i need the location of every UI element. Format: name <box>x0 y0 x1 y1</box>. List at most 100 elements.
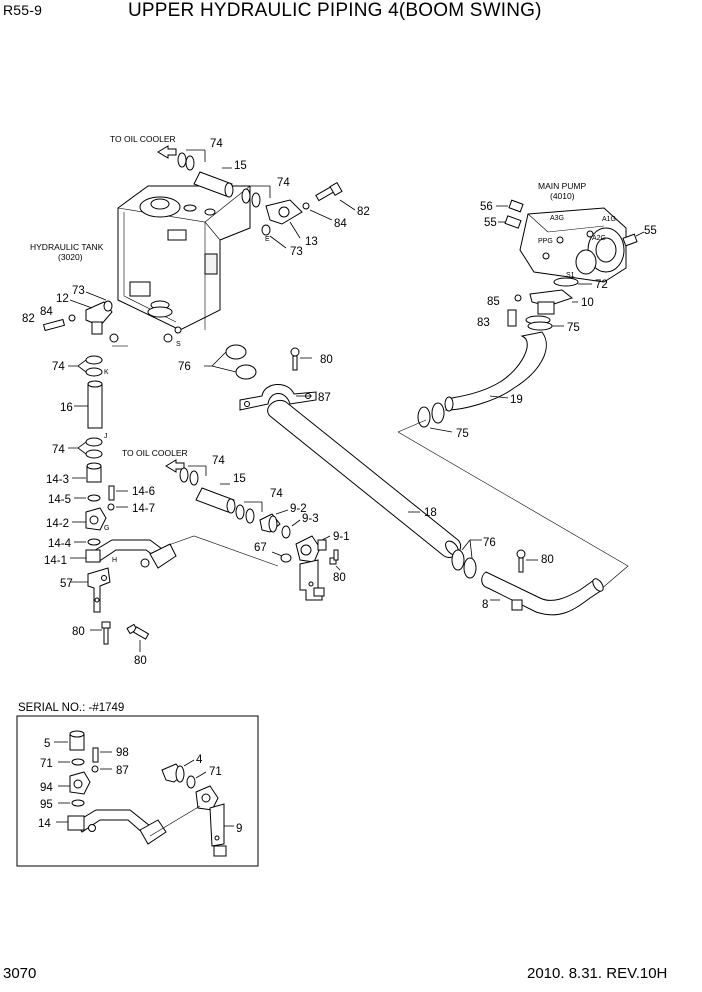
part-label-82: 82 <box>22 313 35 325</box>
o-ring-74-left-lower <box>85 437 103 459</box>
part-label-9-1: 9-1 <box>333 531 350 543</box>
part-label-87: 87 <box>116 765 129 777</box>
pipe-14-inset <box>75 809 151 835</box>
clamp-87 <box>239 384 317 411</box>
bolt-14-6 <box>108 485 115 501</box>
part-label-8: 8 <box>482 599 488 611</box>
part-label-74: 74 <box>210 138 223 150</box>
o-ring-74-mid <box>241 188 261 208</box>
main-pump-label: MAIN PUMP <box>538 181 587 191</box>
part-label-98: 98 <box>116 747 129 759</box>
bolt-80-left-a <box>101 621 111 645</box>
o-ring-74-mid-left <box>179 467 199 486</box>
page-title: UPPER HYDRAULIC PIPING 4(BOOM SWING) <box>128 0 542 21</box>
port-mark-s1: S1 <box>566 272 575 279</box>
part-label-15: 15 <box>234 160 247 172</box>
o-ring-14-4 <box>87 538 101 546</box>
serial-inset-frame <box>16 715 259 867</box>
port-mark-a1g: A1G <box>602 216 616 223</box>
part-label-16: 16 <box>60 402 73 414</box>
part-label-14-3: 14-3 <box>46 474 69 486</box>
part-label-84: 84 <box>40 306 53 318</box>
part-label-71: 71 <box>209 766 222 778</box>
fitting-12 <box>85 301 119 343</box>
hydraulic-tank-drawing: E S <box>117 185 270 348</box>
part-label-75: 75 <box>567 322 580 334</box>
part-label-84: 84 <box>334 218 347 230</box>
part-label-18: 18 <box>424 507 437 519</box>
elbow-9-1 <box>295 535 327 563</box>
part-label-74: 74 <box>212 455 225 467</box>
arrow-icon <box>165 459 185 473</box>
bolt-98 <box>92 747 99 763</box>
o-ring-72 <box>553 277 579 287</box>
part-label-73: 73 <box>72 285 85 297</box>
part-label-85: 85 <box>487 296 500 308</box>
port-mark-h: H <box>112 557 117 564</box>
elbow-9-inset <box>195 785 227 857</box>
bolt-80-right <box>516 549 526 573</box>
part-label-80: 80 <box>333 572 346 584</box>
bolt-80-mid <box>290 347 300 371</box>
o-ring-74-top <box>177 152 195 171</box>
part-label-76: 76 <box>483 537 496 549</box>
arrow-icon <box>157 145 177 159</box>
model-code: R55-9 <box>3 2 43 18</box>
flange-14-2 <box>85 507 107 531</box>
part-label-14-6: 14-6 <box>132 486 155 498</box>
part-label-10: 10 <box>581 297 594 309</box>
o-ring-73-left <box>103 300 113 312</box>
washer-84-left <box>68 314 76 322</box>
port-mark-a3g: A3G <box>550 215 564 222</box>
part-label-74: 74 <box>52 361 65 373</box>
part-label-94: 94 <box>40 782 53 794</box>
port-mark-k: K <box>104 369 109 376</box>
washer-87-inset <box>91 765 99 773</box>
part-label-95: 95 <box>40 799 53 811</box>
o-ring-14-5 <box>87 494 101 502</box>
part-label-71: 71 <box>40 758 53 770</box>
part-label-14-2: 14-2 <box>46 518 69 530</box>
revision-date: 2010. 8.31. REV.10H <box>527 965 668 982</box>
clamp-75-lower <box>417 402 445 428</box>
clamp-76-lower <box>451 549 477 579</box>
hose-15-top <box>193 171 234 198</box>
part-label-9-2: 9-2 <box>290 503 307 515</box>
bolt-82-left <box>42 318 66 332</box>
fitting-56 <box>508 199 524 213</box>
o-ring-74-mid-right <box>235 504 255 524</box>
part-label-82: 82 <box>357 206 370 218</box>
part-label-56: 56 <box>480 201 493 213</box>
part-label-9: 9 <box>236 823 242 835</box>
part-label-72: 72 <box>595 279 608 291</box>
part-label-74: 74 <box>52 444 65 456</box>
o-ring-95 <box>71 799 85 807</box>
o-ring-74-left-upper <box>85 355 103 377</box>
hose-15-mid <box>195 487 236 514</box>
part-label-80: 80 <box>541 554 554 566</box>
to-oil-cooler-label-top: TO OIL COOLER <box>110 134 176 144</box>
port-mark-s: S <box>176 341 181 348</box>
bracket-9-stand <box>299 559 325 601</box>
port-mark-j: J <box>104 433 108 440</box>
bolt-82-top <box>315 181 343 202</box>
port-mark-a2g: A2G <box>592 235 606 242</box>
adapter-4 <box>161 763 185 783</box>
to-oil-cooler-label-mid: TO OIL COOLER <box>122 448 188 458</box>
page-number: 3070 <box>3 965 37 982</box>
main-pump-ref: (4010) <box>550 191 575 201</box>
o-ring-71-inset-b <box>186 775 196 789</box>
washer-14-7 <box>107 503 115 511</box>
part-label-87: 87 <box>318 392 331 404</box>
clamp-75-upper <box>525 315 553 331</box>
part-label-14-5: 14-5 <box>48 494 71 506</box>
o-ring-73-top <box>261 224 271 236</box>
bolt-83 <box>507 309 517 327</box>
part-label-75: 75 <box>456 428 469 440</box>
part-label-5: 5 <box>44 738 50 750</box>
part-label-73: 73 <box>290 246 303 258</box>
part-label-80: 80 <box>320 354 333 366</box>
port-mark-e: E <box>265 236 270 243</box>
port-mark-g: G <box>104 525 109 532</box>
